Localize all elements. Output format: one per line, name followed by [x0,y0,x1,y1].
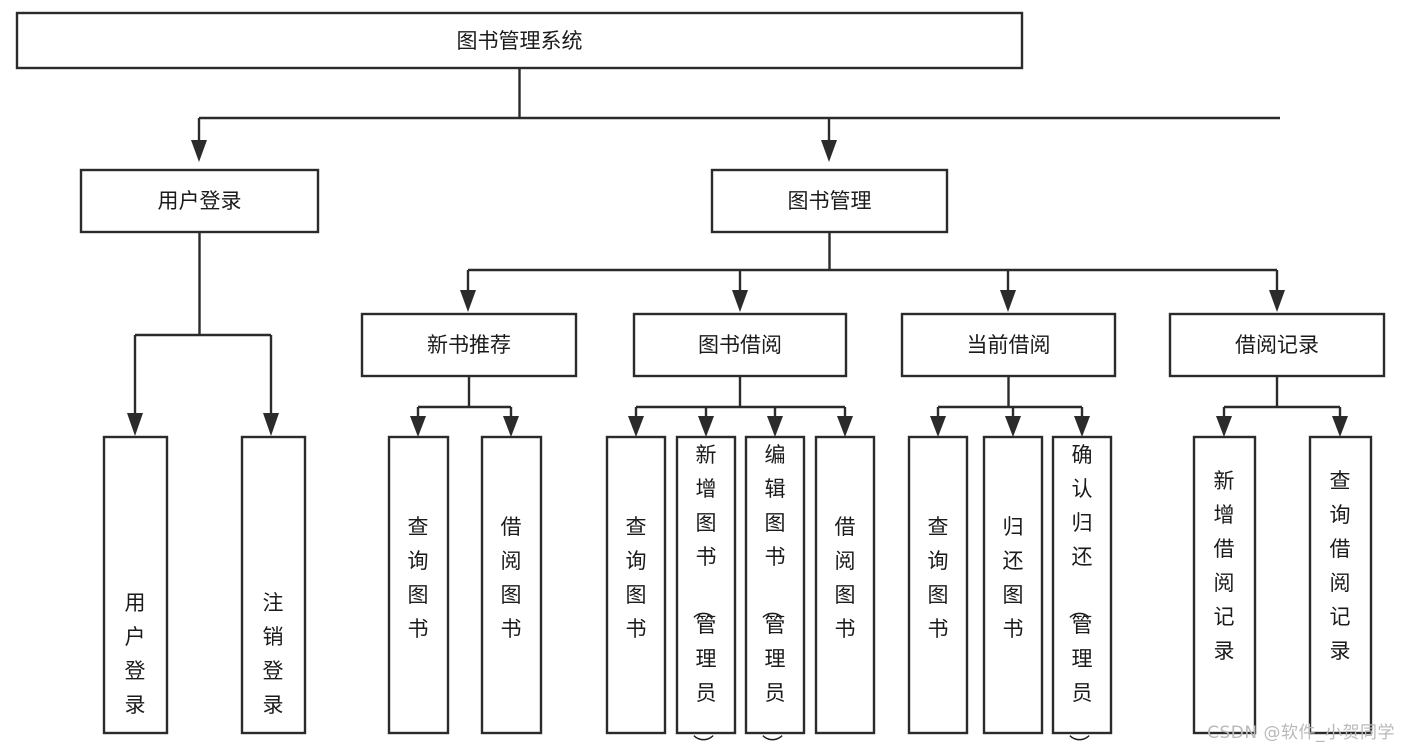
connector-book-borrow-to-leaves [628,376,853,437]
connector-new-book-to-leaves [410,376,519,437]
new-book-recommend-box [360,312,578,378]
arrow-head-icon [1000,290,1016,312]
leaf-label: 编辑图书（管理员） [760,443,786,747]
arrow-head-icon [1074,416,1090,437]
leaf-user-login[interactable]: 用户登录 [102,435,169,735]
connector-current-borrow-to-leaves [930,376,1090,437]
leaf-box [1308,435,1373,735]
node-borrow-record[interactable]: 借阅记录 [1168,312,1386,378]
leaf-label: 新增图书（管理员） [691,443,717,747]
leaf-label: 确认归还（管理员） [1067,443,1093,747]
leaf-query-book-3[interactable]: 查询图书 [907,435,969,735]
arrow-head-icon [1332,416,1348,437]
leaf-box [1051,435,1113,735]
arrow-head-icon [1216,416,1232,437]
borrow-record-label: 借阅记录 [1235,333,1319,357]
leaf-label: 用户登录 [125,591,146,717]
arrow-head-icon [127,413,143,436]
leaf-logout[interactable]: 注销登录 [240,435,307,735]
book-borrow-label: 图书借阅 [698,333,782,357]
arrow-head-icon [698,416,714,437]
root-label: 图书管理系统 [457,29,583,53]
book-management-label: 图书管理 [788,189,872,213]
connector-user-login-to-leaves [127,232,279,436]
user-login-box [79,168,320,234]
leaf-label: 新增借阅记录 [1214,469,1235,663]
node-current-borrow[interactable]: 当前借阅 [900,312,1117,378]
leaf-label: 查询图书 [626,515,647,641]
leaf-box [907,435,969,735]
arrow-head-icon [837,416,853,437]
node-new-book-recommend[interactable]: 新书推荐 [360,312,578,378]
arrow-head-icon [1005,416,1021,437]
user-login-label: 用户登录 [158,189,242,213]
leaf-label: 借阅图书 [835,515,856,641]
node-book-management[interactable]: 图书管理 [710,168,949,234]
current-borrow-label: 当前借阅 [967,333,1051,357]
leaf-borrow-book-2[interactable]: 借阅图书 [814,435,876,735]
arrow-head-icon [930,416,946,437]
arrow-head-icon [732,290,748,312]
arrow-head-icon [1269,290,1285,312]
leaf-borrow-book-1[interactable]: 借阅图书 [480,435,543,735]
leaf-box [744,435,806,735]
leaf-label: 查询图书 [928,515,949,641]
arrow-head-icon [503,416,519,437]
node-root[interactable]: 图书管理系统 [15,11,1024,70]
csdn-watermark: CSDN @软件_小贺同学 [1207,723,1395,743]
leaf-box [387,435,450,735]
arrow-head-icon [460,290,476,312]
leaf-add-borrow-record[interactable]: 新增借阅记录 [1192,435,1257,735]
new-book-recommend-label: 新书推荐 [427,333,511,357]
leaf-box [240,435,307,735]
node-book-borrow[interactable]: 图书借阅 [632,312,848,378]
arrow-head-icon [821,140,837,162]
root-box [15,11,1024,70]
arrow-head-icon [767,416,783,437]
leaf-return-book[interactable]: 归还图书 [982,435,1044,735]
leaf-box [605,435,667,735]
leaf-query-book-2[interactable]: 查询图书 [605,435,667,735]
leaf-box [102,435,169,735]
leaf-label: 查询图书 [408,515,429,641]
leaf-box [480,435,543,735]
connector-borrow-record-to-leaves [1216,376,1348,437]
arrow-head-icon [410,416,426,437]
leaf-query-book-1[interactable]: 查询图书 [387,435,450,735]
leaf-query-borrow-record[interactable]: 查询借阅记录 [1308,435,1373,735]
connector-book-management-to-level3 [460,232,1285,312]
leaf-confirm-return-admin[interactable]: 确认归还（管理员） [1051,435,1113,747]
leaf-add-book-admin[interactable]: 新增图书（管理员） [675,435,737,747]
arrow-head-icon [263,413,279,436]
leaf-box [814,435,876,735]
node-user-login[interactable]: 用户登录 [79,168,320,234]
leaf-label: 注销登录 [263,591,284,717]
leaf-label: 借阅图书 [501,515,522,641]
leaf-box [1192,435,1257,735]
leaf-box [982,435,1044,735]
leaf-edit-book-admin[interactable]: 编辑图书（管理员） [744,435,806,747]
leaf-label: 查询借阅记录 [1330,469,1351,663]
leaf-box [675,435,737,735]
leaf-label: 归还图书 [1003,515,1024,641]
arrow-head-icon [628,416,644,437]
connector-root-to-level2 [191,68,1280,162]
current-borrow-box [900,312,1117,378]
arrow-head-icon [191,140,207,162]
